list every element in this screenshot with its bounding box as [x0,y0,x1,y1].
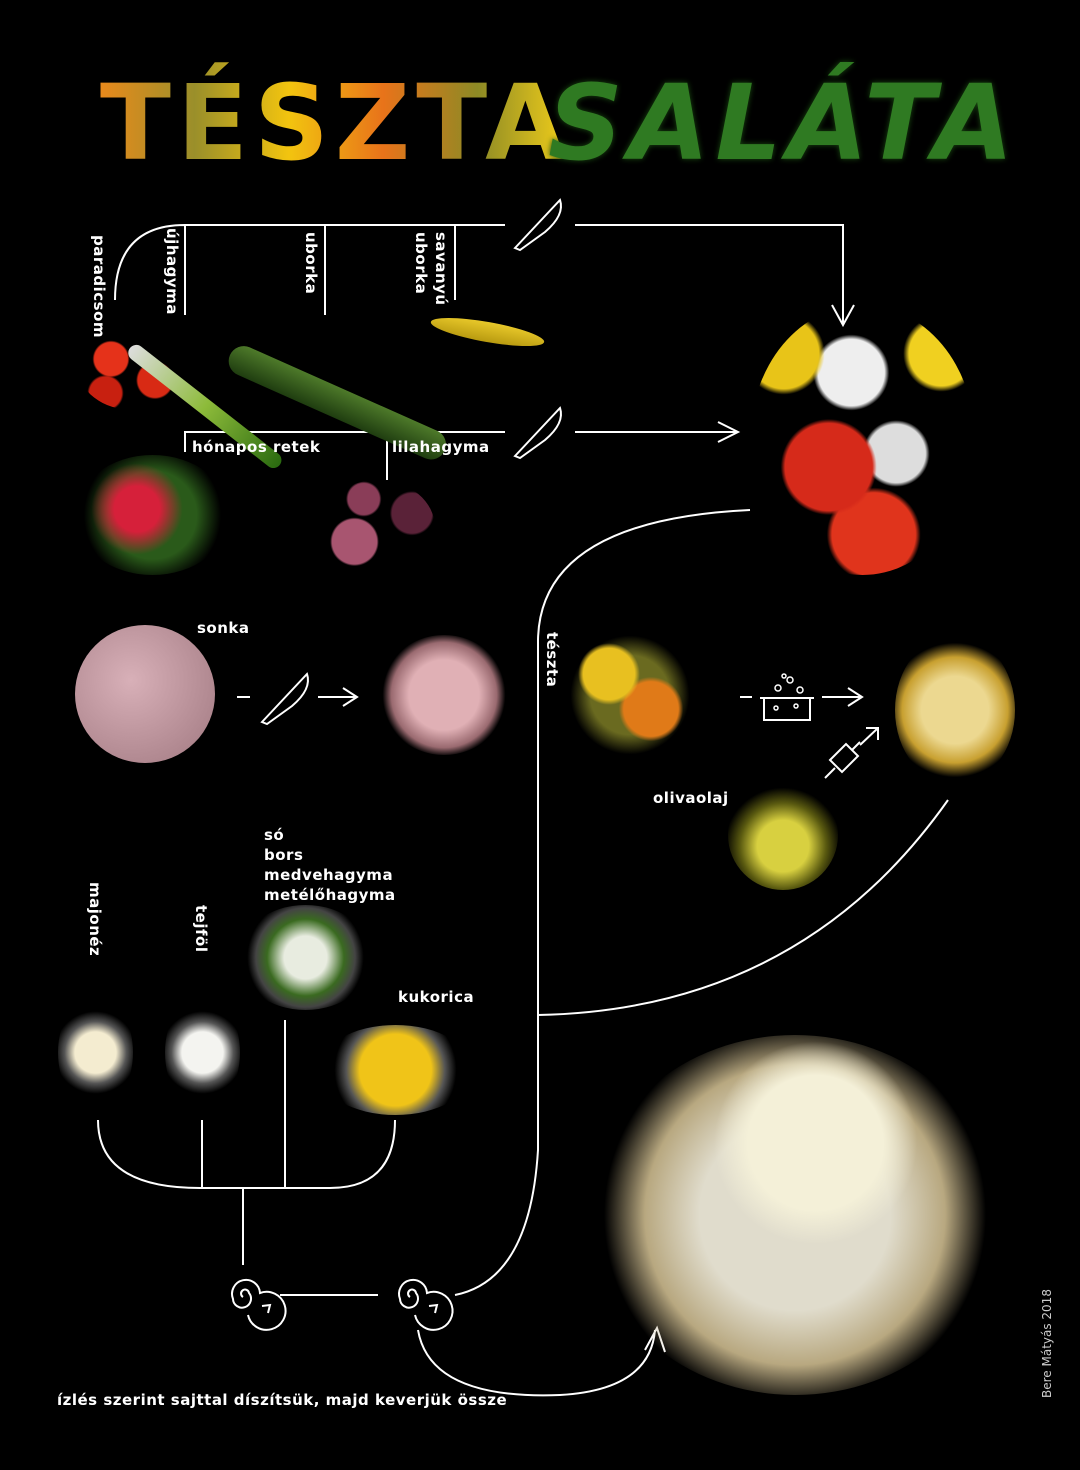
chopped-vegetables-image [750,305,975,575]
mix-line [280,1015,539,1296]
label-sonka: sonka [197,619,250,637]
finished-salad-image [590,1035,1000,1395]
final-step-text: ízlés szerint sajttal díszítsük, majd ke… [57,1391,508,1409]
label-olivaolaj: olivaolaj [653,789,729,807]
label-tejfol: tejföl [192,905,210,953]
label-lilahagyma: lilahagyma [392,438,490,456]
knife-icon [513,198,562,252]
label-medvehagyma: medvehagyma [264,866,394,884]
sour-cream-spoon-image [165,995,240,1110]
label-so: só [264,826,285,844]
herbs-spoon-image [238,905,373,1010]
top-branch-line [114,224,844,325]
label-metelohagyma: metélőhagyma [264,886,396,904]
pasta-boil-arrow [740,687,864,707]
red-onion-image [320,480,435,575]
dry-pasta-image [560,625,700,765]
ham-arrow [237,687,359,707]
oil-arrow [824,727,879,779]
label-savanyu: savanyú [432,232,450,306]
cooked-pasta-image [895,635,1015,785]
title-teszta: TÉSZTA [100,62,572,184]
corn-spoon-image [318,1025,473,1115]
label-paradicsom: paradicsom [90,235,108,339]
knife-icon [513,406,562,460]
tomato-image [78,325,188,410]
second-branch-line [184,421,741,480]
ham-image [75,625,215,763]
olive-oil-glass-image [728,780,838,890]
knife-icon [260,672,309,726]
dressing-branch-line [97,1020,396,1265]
stir-icon [398,1278,454,1331]
label-honapos-retek: hónapos retek [192,438,321,456]
boiling-pot-icon [760,697,814,721]
oil-bottle-icon [828,741,861,774]
label-ujhagyma: újhagyma [163,228,181,315]
stir-icon [231,1278,287,1331]
diced-ham-image [380,635,508,755]
bubbles-icon [773,673,804,711]
label-uborka: uborka [302,232,320,295]
pasta-loop-line [537,509,949,1017]
label-majonez: majonéz [86,882,104,957]
label-savanyu-uborka: uborka [412,232,430,295]
label-bors: bors [264,846,304,864]
label-teszta: tészta [543,632,561,688]
mayonnaise-spoon-image [58,995,133,1110]
radish-image [75,455,230,575]
title-salata: SALÁTA [548,62,1020,184]
credit: Bere Mátyás 2018 [1040,1289,1054,1398]
label-kukorica: kukorica [398,988,475,1006]
final-arrow [417,1325,666,1397]
